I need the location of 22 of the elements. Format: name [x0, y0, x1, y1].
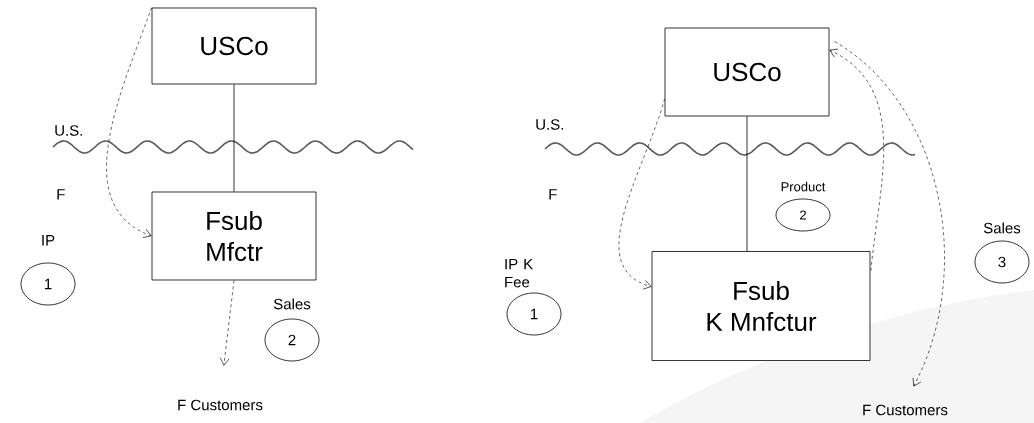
side-label: Product [781, 181, 826, 192]
entity-box: USCo [664, 27, 830, 117]
text-label: U.S. [55, 125, 82, 136]
side-label: Sales [273, 298, 311, 310]
arrow [834, 41, 945, 387]
customers-label: F Customers [178, 399, 263, 411]
text-label: F [57, 189, 65, 200]
customers-label: F Customers [863, 404, 948, 416]
arrow [829, 48, 884, 271]
text-label: F [549, 189, 557, 200]
connector-line [746, 116, 748, 252]
text-label: U.S. [536, 119, 563, 130]
entity-box: Fsub Mfctr [151, 191, 317, 281]
arrow [618, 98, 665, 290]
side-label: IP K Fee [505, 258, 533, 288]
arrow [219, 280, 235, 366]
entity-box: Fsub K Mnfctur [651, 251, 871, 361]
entity-box: USCo [151, 7, 317, 85]
connector-line [233, 84, 235, 192]
arrow [106, 7, 152, 238]
side-label: Sales [983, 222, 1021, 234]
side-label: IP [42, 235, 55, 246]
